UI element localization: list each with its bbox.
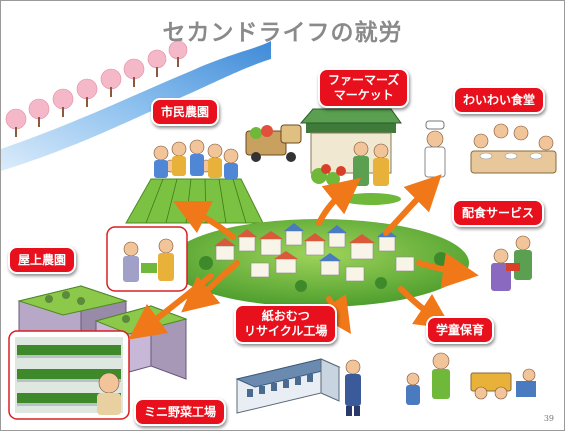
arrow-to-citizen-farm <box>172 200 236 240</box>
label-farmers-market-line1: ファーマーズ <box>328 73 400 87</box>
label-farmers-market: ファーマーズ マーケット <box>318 68 410 108</box>
label-waiwai-restaurant: わいわい食堂 <box>453 86 546 114</box>
page-number: 39 <box>543 414 554 423</box>
recycling-factory-illustration <box>235 358 361 416</box>
rooftop-inset-illustration <box>106 226 188 292</box>
label-mini-vegetable-factory: ミニ野菜工場 <box>134 398 227 426</box>
label-after-school-care: 学童保育 <box>426 316 495 344</box>
river-illustration <box>1 41 271 171</box>
label-citizen-farm: 市民農園 <box>151 98 220 126</box>
label-rooftop-farm: 屋上農園 <box>8 246 77 274</box>
label-farmers-market-line2: マーケット <box>333 88 394 102</box>
truck-illustration <box>245 124 302 162</box>
sakura-trees-illustration <box>5 40 188 137</box>
label-diaper-recycling: 紙おむつ リサイクル工場 <box>234 304 338 344</box>
arrow-to-mini-factory <box>128 273 214 340</box>
waiwai-restaurant-illustration <box>424 120 557 178</box>
meal-delivery-illustration <box>491 235 532 291</box>
arrow-to-farmers-market <box>316 177 362 226</box>
label-meal-delivery: 配食サービス <box>452 199 545 227</box>
label-diaper-recycling-line1: 紙おむつ <box>261 309 310 323</box>
label-diaper-recycling-line2: リサイクル工場 <box>244 324 328 338</box>
arrow-to-rooftop <box>181 260 240 313</box>
village-hill-illustration <box>169 219 469 307</box>
after-school-care-illustration <box>406 352 536 405</box>
slide-title: セカンドライフの就労 <box>162 20 403 46</box>
arrow-to-delivery <box>416 252 479 289</box>
farmers-market-illustration <box>299 108 402 205</box>
mini-vegetable-factory-illustration <box>8 330 130 420</box>
arrow-to-waiwai <box>383 174 442 236</box>
